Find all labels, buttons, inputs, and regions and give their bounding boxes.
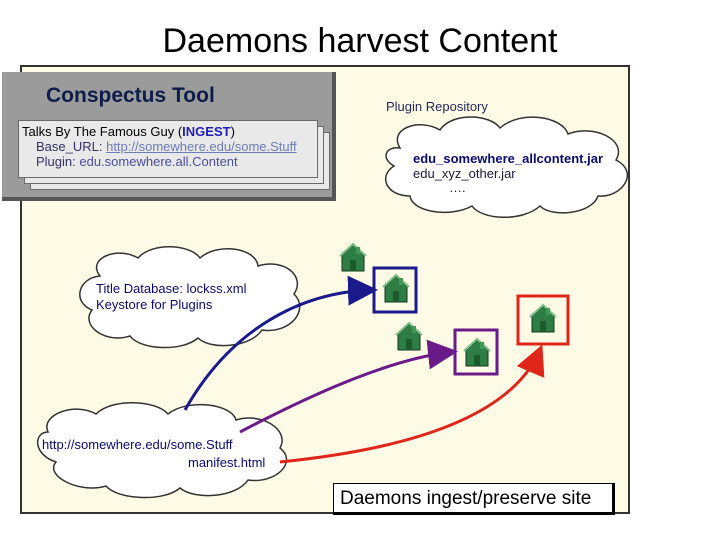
repo-file-allcontent: edu_somewhere_allcontent.jar [413,151,604,166]
red-arrow [279,344,545,464]
site-url: http://somewhere.edu/some.Stuff [42,437,233,452]
house-icon [382,274,410,303]
plugin-repository-label: Plugin Repository [386,99,488,114]
caption-box: Daemons ingest/preserve site [333,483,615,515]
keystore-label: Keystore for Plugins [96,297,213,312]
plugin-label: Plugin: [36,154,80,169]
site-manifest: manifest.html [188,455,266,470]
entry-title-close: ) [230,124,235,139]
repo-file-other: edu_xyz_other.jar [413,166,516,181]
ingest-tag: INGEST [182,124,231,139]
slide-title: Daemons harvest Content [162,22,558,60]
conspectus-tool-title: Conspectus Tool [46,84,215,107]
plugin-line: Plugin: edu.somewhere.all.Content [36,154,238,169]
base-url-link[interactable]: http://somewhere.edu/some.Stuff [106,139,297,154]
base-url-line: Base_URL: http://somewhere.edu/some.Stuf… [36,139,297,154]
entry-title: Talks By The Famous Guy ( [22,124,183,139]
plugin-repository-cloud [384,116,628,218]
blue-arrow [183,275,378,411]
title-database-label: Title Database: lockss.xml [96,281,247,296]
purple-arrow [239,339,458,434]
house-icon [395,322,423,351]
entry-title-line: Talks By The Famous Guy (INGEST) [22,124,235,139]
plugin-value: edu.somewhere.all.Content [79,154,238,169]
repo-file-more: …. [449,180,466,195]
house-icon [463,338,491,367]
house-icon [339,243,367,272]
base-url-label: Base_URL: [36,139,107,154]
red-selection-box [516,294,570,346]
house-icon [529,304,557,333]
site-cloud [37,402,288,499]
title-database-cloud [79,246,301,349]
entry-card-front[interactable] [18,120,318,178]
